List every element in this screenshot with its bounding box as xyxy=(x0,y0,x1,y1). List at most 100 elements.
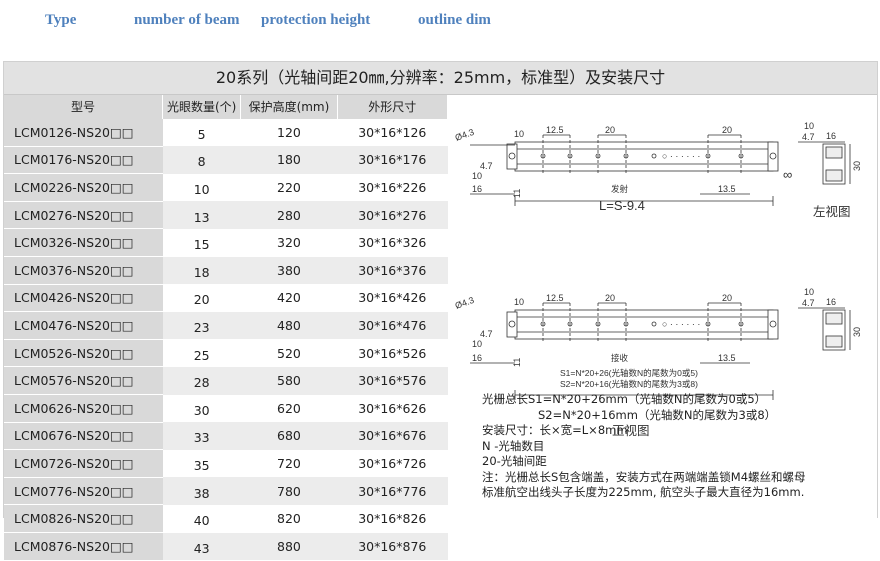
protection-height-cell: 120 xyxy=(240,118,338,147)
svg-text:30: 30 xyxy=(852,327,862,337)
svg-text:10: 10 xyxy=(804,287,814,297)
svg-text:10: 10 xyxy=(472,339,482,349)
protection-height-cell: 320 xyxy=(240,228,338,257)
protection-height-cell: 220 xyxy=(240,173,338,202)
beam-count-cell: 13 xyxy=(162,201,241,229)
outline-dim-cell: 30*16*876 xyxy=(337,532,448,561)
protection-height-cell: 880 xyxy=(240,532,338,561)
svg-text:4.7: 4.7 xyxy=(480,161,493,171)
spec-table: 型号 光眼数量(个) 保护高度(mm) 外形尺寸 LCM0126-NS20□□5… xyxy=(4,95,449,561)
svg-text:16: 16 xyxy=(826,131,836,141)
front-view-label: 正视图 xyxy=(612,423,650,438)
beam-count-cell: 28 xyxy=(162,366,241,395)
spec-sheet: 20系列（光轴间距20㎜,分辨率：25mm，标准型）及安装尺寸 型号 光眼数量(… xyxy=(3,61,878,561)
outline-dim-cell: 30*16*526 xyxy=(337,339,448,367)
svg-text:20: 20 xyxy=(722,293,732,303)
table-header-row: 型号 光眼数量(个) 保护高度(mm) 外形尺寸 xyxy=(4,95,449,119)
outline-dim-cell: 30*16*776 xyxy=(337,477,448,505)
col-model: 型号 xyxy=(4,95,164,119)
left-view-top: 4.7 10 16 30 xyxy=(798,121,862,185)
outline-dim-cell: 30*16*376 xyxy=(337,256,448,285)
col-outline-dim: 外形尺寸 xyxy=(337,95,449,119)
beam-count-cell: 23 xyxy=(162,311,241,340)
svg-text:10: 10 xyxy=(472,171,482,181)
svg-text:13.5: 13.5 xyxy=(718,184,736,194)
model-cell: LCM0676-NS20□□ xyxy=(4,422,163,451)
outline-dim-cell: 30*16*726 xyxy=(337,449,448,478)
svg-text:16: 16 xyxy=(472,353,482,363)
outline-dim-cell: 30*16*626 xyxy=(337,394,448,423)
beam-count-cell: 35 xyxy=(162,449,241,478)
outline-dim-cell: 30*16*576 xyxy=(337,366,448,395)
caption-outline-dim: outline dim xyxy=(418,12,491,28)
sheet-title: 20系列（光轴间距20㎜,分辨率：25mm，标准型）及安装尺寸 xyxy=(4,62,877,95)
beam-count-cell: 33 xyxy=(162,422,241,450)
model-cell: LCM0576-NS20□□ xyxy=(4,366,163,396)
s2-formula: S2=N*20+16(光轴数N的尾数为3或8) xyxy=(560,379,698,389)
svg-text:20: 20 xyxy=(605,293,615,303)
model-cell: LCM0226-NS20□□ xyxy=(4,173,163,202)
protection-height-cell: 520 xyxy=(240,339,338,367)
installation-notes: 光栅总长S1=N*20+26mm（光轴数N的尾数为0或5） S2=N*20+16… xyxy=(482,392,806,501)
protection-height-cell: 580 xyxy=(240,366,338,395)
svg-text:10: 10 xyxy=(514,129,524,139)
svg-text:12.5: 12.5 xyxy=(546,125,564,135)
protection-height-cell: 420 xyxy=(240,284,338,312)
outline-dim-cell: 30*16*826 xyxy=(337,504,448,533)
svg-text:∞: ∞ xyxy=(783,167,792,182)
emitter-label: 发射 xyxy=(611,184,629,194)
emitter-dots: ○ · · · · · · xyxy=(662,151,700,161)
caption-beams: number of beam xyxy=(134,12,240,28)
model-cell: LCM0326-NS20□□ xyxy=(4,228,163,258)
note-line: S2=N*20+16mm（光轴数N的尾数为3或8） xyxy=(538,407,777,422)
col-beams: 光眼数量(个) xyxy=(162,95,242,119)
svg-text:11: 11 xyxy=(512,189,522,198)
outline-dim-cell: 30*16*476 xyxy=(337,311,448,340)
model-cell: LCM0726-NS20□□ xyxy=(4,449,163,478)
installation-drawing: ○ · · · · · · Ø4.3 10 12.5 20 20 4.7 10 … xyxy=(450,95,877,518)
receiver-label: 接收 xyxy=(611,353,629,363)
beam-count-cell: 18 xyxy=(162,256,241,285)
svg-text:4.7: 4.7 xyxy=(480,329,493,339)
col-protection-height: 保护高度(mm) xyxy=(240,95,338,119)
model-cell: LCM0826-NS20□□ xyxy=(4,504,163,533)
receiver-drawing: ○ · · · · · · Ø4.3 10 12.5 20 20 4.7 10 … xyxy=(454,293,779,400)
outline-dim-cell: 30*16*176 xyxy=(337,146,448,174)
protection-height-cell: 380 xyxy=(240,256,338,285)
left-view-label: 左视图 xyxy=(813,204,851,219)
protection-height-cell: 180 xyxy=(240,146,338,174)
beam-count-cell: 40 xyxy=(162,504,241,533)
model-cell: LCM0376-NS20□□ xyxy=(4,256,163,285)
beam-count-cell: 5 xyxy=(162,118,241,147)
svg-text:30: 30 xyxy=(852,161,862,171)
beam-count-cell: 10 xyxy=(162,173,241,202)
svg-text:Ø4.3: Ø4.3 xyxy=(454,295,476,311)
note-line: N -光轴数目 xyxy=(482,438,545,453)
protection-height-cell: 720 xyxy=(240,449,338,478)
model-cell: LCM0776-NS20□□ xyxy=(4,477,163,506)
svg-text:16: 16 xyxy=(472,184,482,194)
emitter-drawing: ○ · · · · · · Ø4.3 10 12.5 20 20 4.7 10 … xyxy=(454,125,793,213)
model-cell: LCM0876-NS20□□ xyxy=(4,532,163,561)
protection-height-cell: 620 xyxy=(240,394,338,423)
beam-count-cell: 43 xyxy=(162,532,241,561)
outline-dim-cell: 30*16*276 xyxy=(337,201,448,229)
beam-count-cell: 20 xyxy=(162,284,241,312)
protection-height-cell: 820 xyxy=(240,504,338,533)
beam-count-cell: 25 xyxy=(162,339,241,367)
svg-text:4.7: 4.7 xyxy=(802,132,815,142)
svg-text:20: 20 xyxy=(722,125,732,135)
svg-text:13.5: 13.5 xyxy=(718,353,736,363)
